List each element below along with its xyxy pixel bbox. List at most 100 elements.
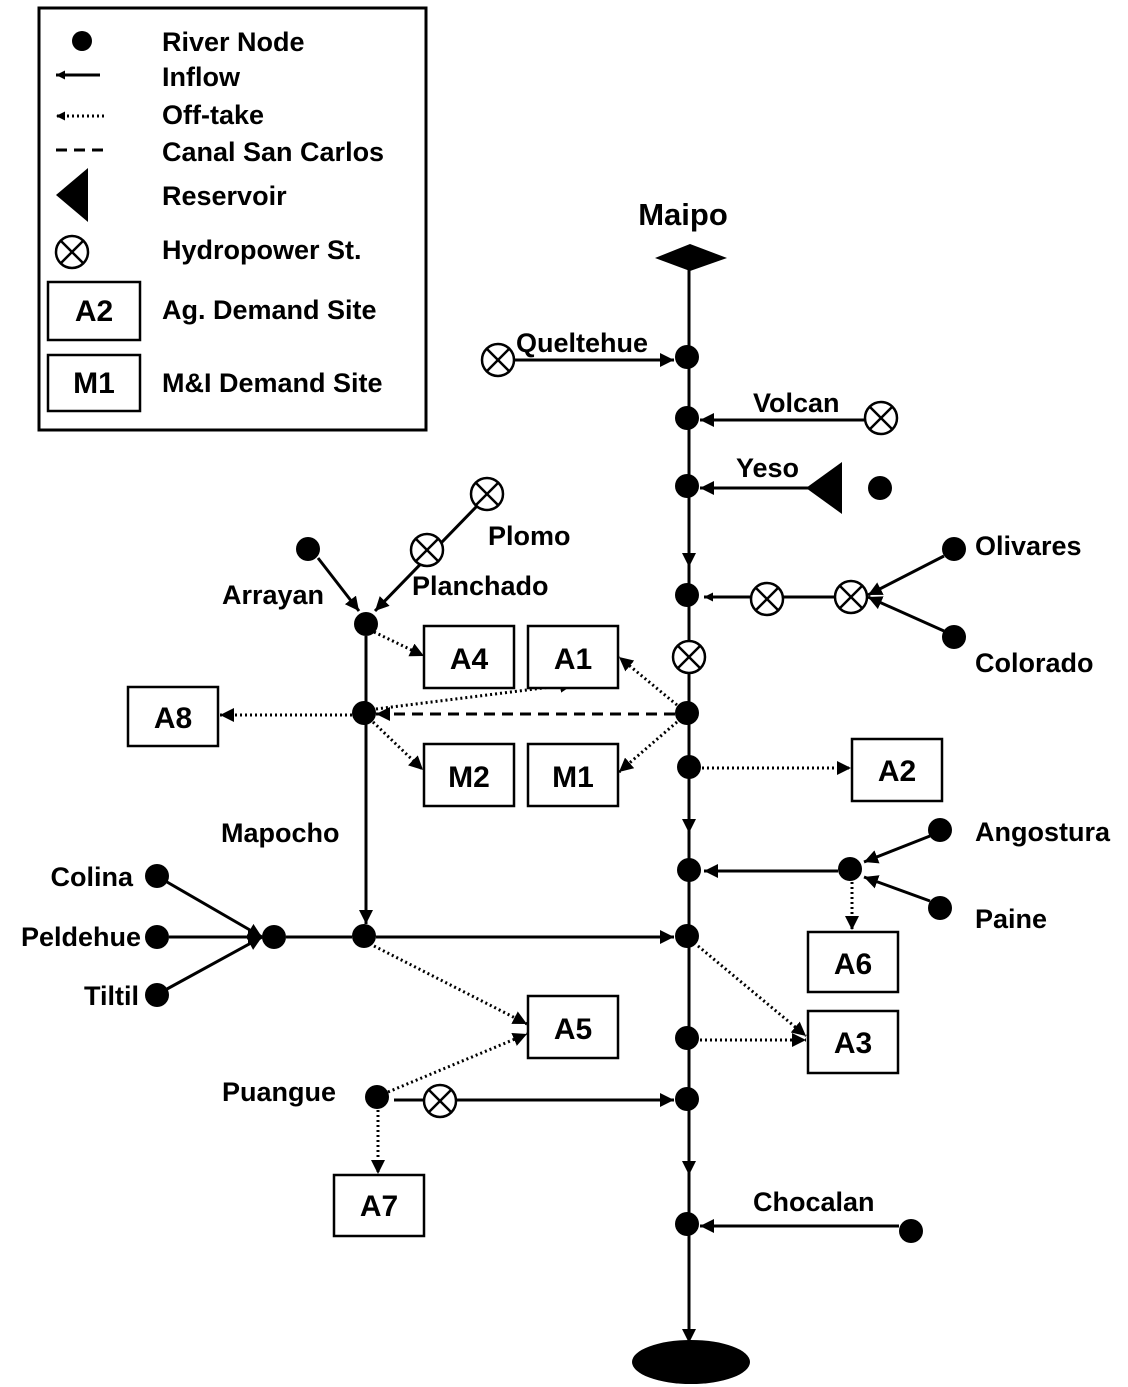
hydropower-icon	[671, 639, 707, 675]
hydropower-icon	[409, 532, 445, 568]
demand-site-a6-label: A6	[834, 948, 872, 981]
legend-river-node-label: River Node	[162, 27, 305, 57]
demand-site-m2-label: M2	[448, 761, 490, 794]
peldehue-source-node	[145, 925, 169, 949]
river-label-mapocho: Mapocho	[221, 818, 340, 848]
angostura-source-node	[928, 818, 952, 842]
arrayan-inflow	[316, 557, 361, 612]
legend-river-node-symbol	[72, 31, 92, 51]
demand-site-m1: M1	[526, 742, 620, 808]
offtake-maipo-to-a3	[697, 944, 807, 1038]
reservoir-icon	[806, 462, 842, 514]
puangue-source-node	[365, 1085, 389, 1109]
demand-site-a3-label: A3	[834, 1027, 872, 1060]
demand-site-a5: A5	[526, 994, 620, 1060]
legend-reservoir-label: Reservoir	[162, 181, 287, 211]
legend-hydropower-label: Hydropower St.	[162, 235, 362, 265]
river-node-yeso	[675, 474, 699, 498]
demand-site-a4: A4	[422, 624, 516, 690]
river-node-mapocho	[675, 924, 699, 948]
offtake-to-a4	[373, 630, 425, 658]
river-node-queltehue	[675, 345, 699, 369]
hydropower-icon	[422, 1083, 458, 1119]
legend-inflow-label: Inflow	[162, 62, 241, 92]
demand-site-a1: A1	[526, 624, 620, 690]
river-label-colina: Colina	[50, 862, 133, 892]
legend-canal-label: Canal San Carlos	[162, 137, 384, 167]
offtake-to-m1	[618, 720, 678, 774]
legend-mi-demand-label: M&I Demand Site	[162, 368, 383, 398]
river-node-puangue	[675, 1087, 699, 1111]
river-label-olivares: Olivares	[975, 531, 1082, 561]
offtake-mapocho-to-a5	[373, 944, 528, 1026]
river-label-peldehue: Peldehue	[21, 922, 141, 952]
maipo-source-diamond	[655, 244, 727, 271]
colorado-source-node	[942, 625, 966, 649]
colorado-inflow	[867, 595, 945, 633]
olivares-inflow	[867, 554, 945, 597]
river-node-canal	[675, 701, 699, 725]
hydropower-icon	[480, 342, 516, 378]
mapocho-node-upper	[354, 612, 378, 636]
tiltil-inflow	[166, 935, 263, 991]
legend-mi-box	[46, 353, 142, 413]
legend: River Node Inflow Off-take Canal San Car…	[37, 6, 428, 432]
river-label-tiltil: Tiltil	[84, 981, 139, 1011]
demand-site-m1-label: M1	[552, 761, 594, 794]
river-node-angostura	[677, 858, 701, 882]
river-label-plomo: Plomo	[488, 521, 571, 551]
paine-inflow	[863, 875, 931, 903]
river-label-paine: Paine	[975, 904, 1047, 934]
angostura-paine-confluence	[838, 857, 862, 881]
river-label-angostura: Angostura	[975, 817, 1111, 847]
legend-hydropower-icon	[54, 234, 90, 270]
hydropower-icon	[833, 579, 869, 615]
legend-ag-box	[46, 280, 142, 342]
demand-site-a8: A8	[126, 685, 220, 748]
angostura-inflow	[863, 834, 931, 864]
demand-site-a2-label: A2	[878, 755, 916, 788]
offtake-puangue-to-a5	[387, 1032, 528, 1094]
hydropower-icon	[469, 476, 505, 512]
maipo-outlet	[632, 1340, 750, 1384]
river-node-a3	[675, 1026, 699, 1050]
river-label-queltehue: Queltehue	[516, 328, 648, 358]
paine-source-node	[928, 896, 952, 920]
demand-site-a5-label: A5	[554, 1013, 592, 1046]
demand-site-a2: A2	[850, 737, 944, 803]
arrayan-source-node	[296, 537, 320, 561]
demand-site-m2: M2	[422, 742, 516, 808]
legend-ag-demand-label: Ag. Demand Site	[162, 295, 377, 325]
demand-site-a4-label: A4	[450, 643, 489, 676]
legend-reservoir-symbol	[56, 168, 88, 222]
hydropower-icon	[863, 400, 899, 436]
river-label-yeso: Yeso	[736, 453, 799, 483]
river-node-a2	[677, 755, 701, 779]
mapocho-node-lower	[352, 924, 376, 948]
river-node-volcan	[675, 406, 699, 430]
diagram-title: Maipo	[638, 197, 728, 232]
olivares-source-node	[942, 537, 966, 561]
tiltil-source-node	[145, 983, 169, 1007]
river-label-arrayan: Arrayan	[222, 580, 324, 610]
mapocho-node-mid	[352, 701, 376, 725]
river-label-planchado: Planchado	[412, 571, 549, 601]
offtake-to-a1	[618, 655, 678, 707]
chocalan-source-node	[899, 1219, 923, 1243]
demand-site-a7: A7	[332, 1173, 426, 1238]
colina-confluence-node	[262, 925, 286, 949]
colina-inflow	[166, 880, 263, 939]
legend-ag-box-label: A2	[75, 295, 113, 328]
legend-offtake-label: Off-take	[162, 100, 264, 130]
demand-site-a1-label: A1	[554, 643, 592, 676]
demand-site-a8-label: A8	[154, 702, 192, 735]
river-node-chocalan	[675, 1212, 699, 1236]
demand-site-a3: A3	[806, 1009, 900, 1075]
river-label-volcan: Volcan	[753, 388, 840, 418]
legend-mi-box-label: M1	[73, 367, 115, 400]
river-label-colorado: Colorado	[975, 648, 1094, 678]
offtake-to-m2	[371, 720, 425, 772]
river-label-chocalan: Chocalan	[753, 1187, 875, 1217]
river-node-olivares	[675, 583, 699, 607]
